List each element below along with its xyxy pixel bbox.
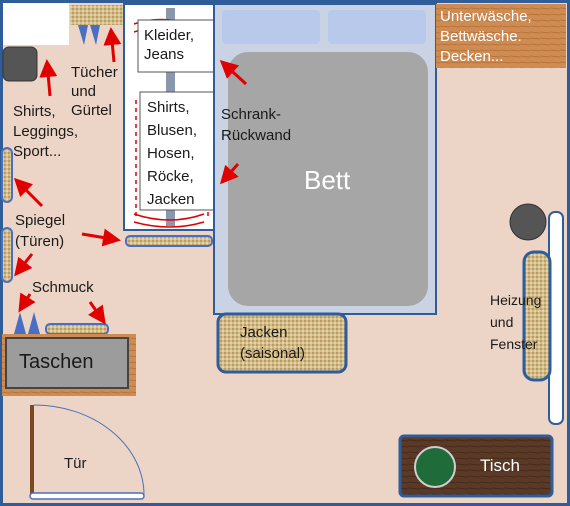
jewelry-hooks <box>14 312 40 334</box>
label-tuer: Tür <box>64 455 87 472</box>
label-schmuck: Schmuck <box>32 279 94 296</box>
pillow-left <box>222 10 320 44</box>
bed-mattress <box>228 52 428 306</box>
label-shirts-leggings: Shirts, Leggings, Sport... <box>13 103 79 160</box>
label-jacken: Jacken (saisonal) <box>240 324 306 362</box>
label-schrank: Schrank- Rückwand <box>221 106 292 144</box>
jewelry-shelf <box>45 323 109 335</box>
label-tisch: Tisch <box>480 456 520 475</box>
label-heizung: Heizung und Fenster <box>490 292 542 352</box>
arrow-left-shirts <box>39 59 58 97</box>
mirror-panel-bottom <box>1 227 13 283</box>
label-spiegel: Spiegel (Türen) <box>15 212 66 250</box>
arrow-spiegel-up <box>13 177 44 208</box>
label-taschen: Taschen <box>19 351 94 373</box>
label-unterwaesche: Unterwäsche, Bettwäsche. Decken... <box>440 8 532 65</box>
linen-shelf <box>436 4 566 68</box>
arrow-spiegel-down <box>14 253 34 277</box>
label-shirts-blusen: Shirts, Blusen, Hosen, Röcke, Jacken <box>147 99 198 208</box>
label-tuecher: Tücher und Gürtel <box>71 64 118 119</box>
door-leaf <box>30 405 34 495</box>
label-bett: Bett <box>304 165 351 195</box>
door-swing <box>33 404 145 496</box>
arrow-spiegel-right <box>81 228 121 247</box>
door-threshold <box>29 492 145 500</box>
scarf-shelf <box>70 5 124 25</box>
shirts-box <box>139 91 215 211</box>
dark-stool <box>2 46 38 82</box>
mirror-panel-top <box>1 147 13 203</box>
arrow-kleider <box>219 59 248 86</box>
jackets-rug <box>216 312 348 374</box>
arrow-tuecher <box>103 27 122 63</box>
wardrobe-base <box>125 235 213 247</box>
arrow-shirts <box>220 163 240 185</box>
desk-plant <box>414 446 456 488</box>
bag-box <box>5 337 129 389</box>
kleider-box <box>137 19 215 73</box>
pillow-right <box>328 10 426 44</box>
heater <box>522 250 552 382</box>
arrow-schmuck-left <box>18 292 36 313</box>
round-object <box>509 203 547 241</box>
corner-cabinet <box>3 3 69 45</box>
arrow-schmuck-right <box>88 301 106 325</box>
arrows <box>13 27 248 325</box>
scarf-hooks <box>78 25 100 45</box>
label-kleider: Kleider, Jeans <box>144 27 195 63</box>
